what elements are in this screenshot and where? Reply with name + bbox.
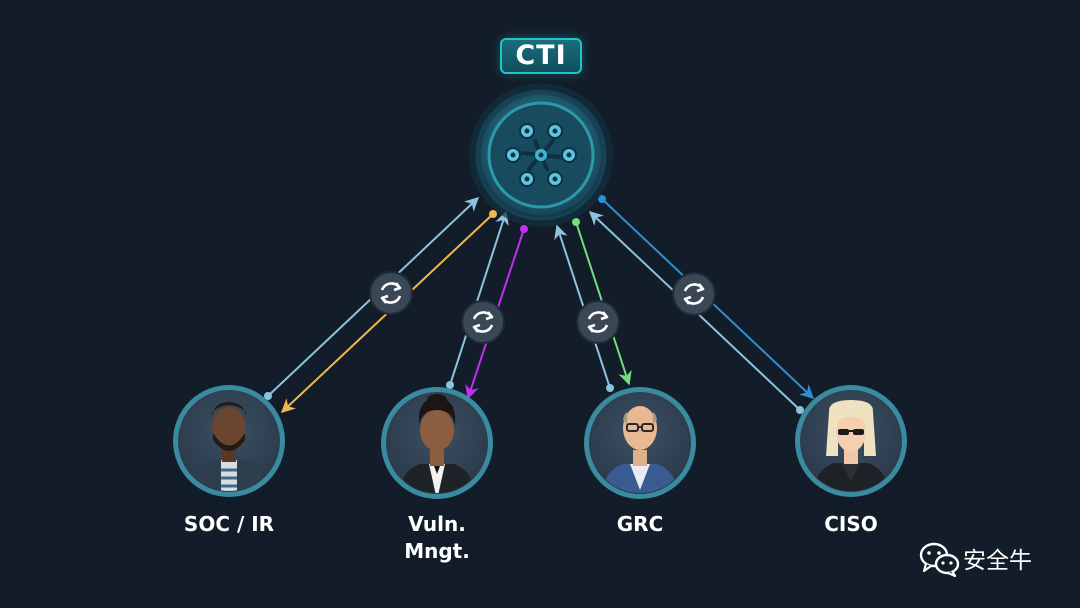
cti-hub — [469, 83, 613, 227]
avatar-grc — [584, 387, 696, 499]
avatar-soc-ir — [173, 385, 285, 497]
label-vuln-line1: Vuln. — [408, 512, 466, 536]
label-vuln-line2: Mngt. — [404, 539, 470, 563]
label-ciso: CISO — [824, 512, 878, 536]
sync-icon — [672, 272, 716, 316]
avatar-vuln-mngt — [381, 387, 493, 499]
brand-watermark: 安全牛 — [915, 540, 1032, 576]
wechat-icon — [919, 542, 960, 578]
sync-icon — [576, 300, 620, 344]
label-vuln-mngt: Vuln. Mngt. — [367, 511, 507, 565]
network-hub-icon — [505, 123, 577, 187]
outgoing-lines — [280, 195, 815, 413]
sync-icon — [369, 271, 413, 315]
return-lines — [264, 197, 804, 414]
cti-label: CTI — [515, 40, 567, 71]
avatar-ciso — [795, 385, 907, 497]
label-soc-ir: SOC / IR — [183, 512, 275, 536]
sync-icon — [461, 300, 505, 344]
vuln-return-line — [449, 210, 509, 386]
label-grc: GRC — [616, 512, 664, 536]
cti-badge: CTI — [500, 38, 582, 74]
brand-text: 安全牛 — [963, 548, 1032, 574]
sync-icons — [369, 271, 716, 344]
